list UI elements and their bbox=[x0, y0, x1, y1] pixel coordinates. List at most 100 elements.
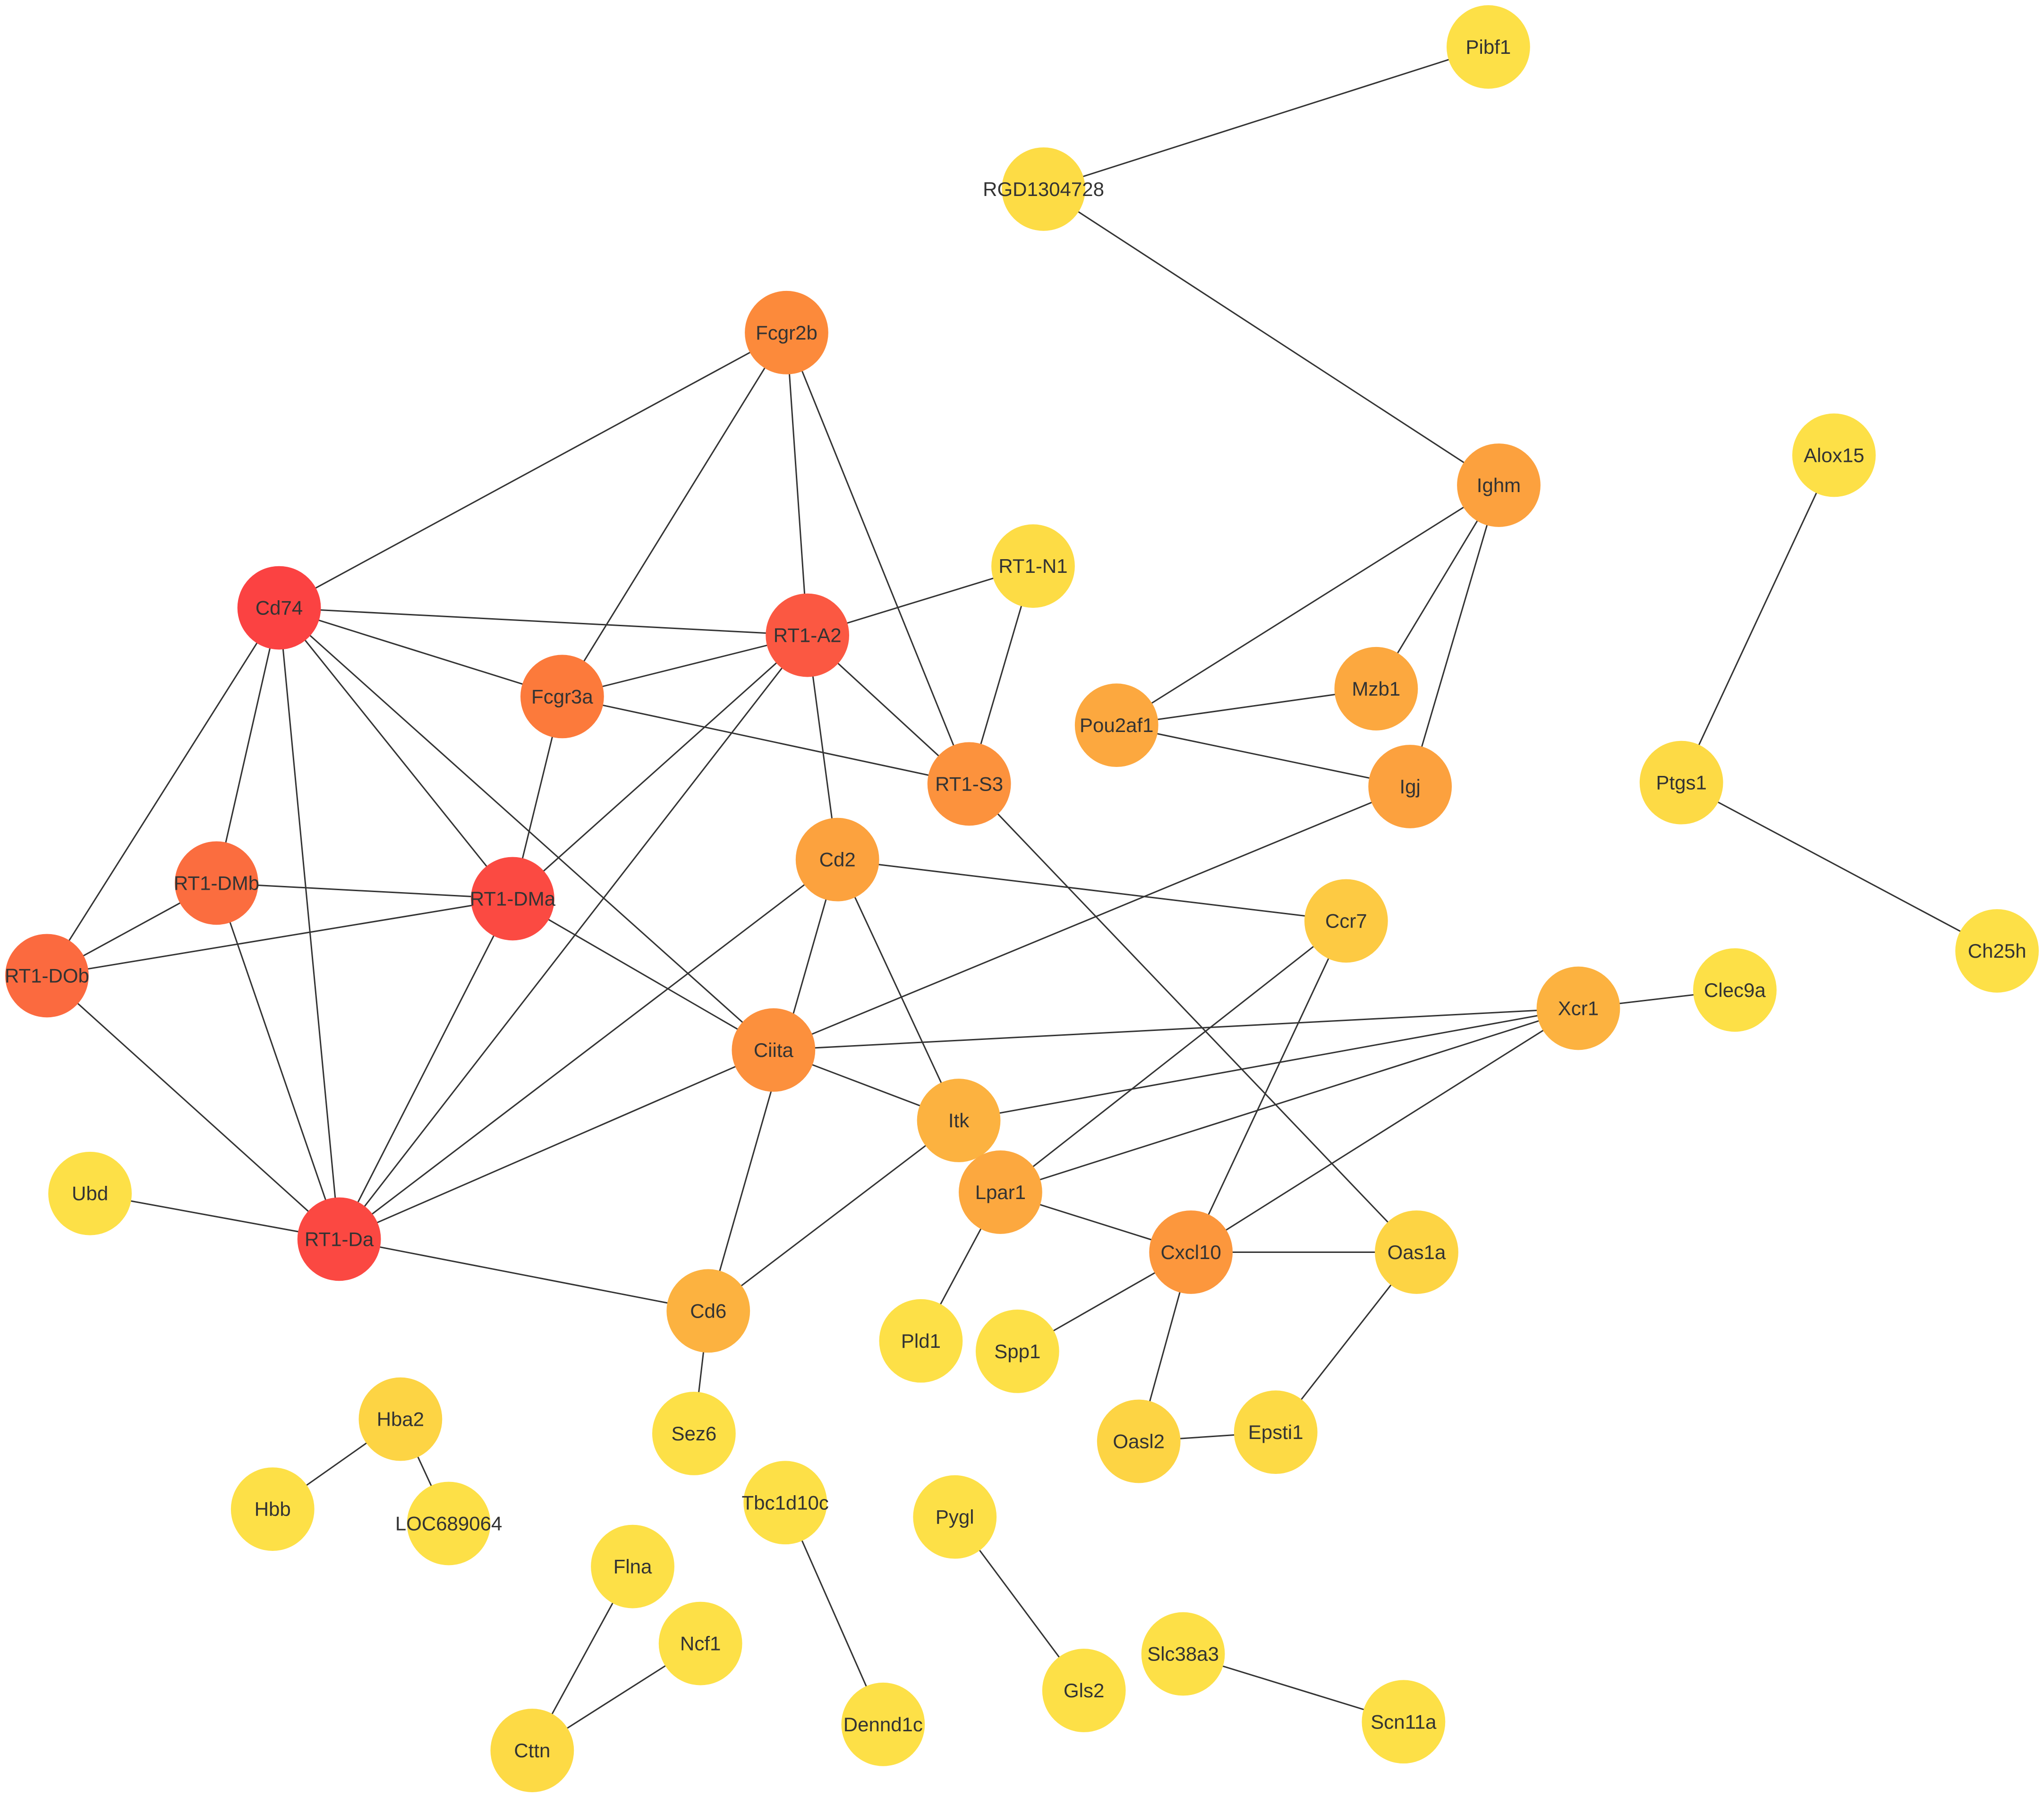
node-circle bbox=[1074, 683, 1158, 767]
node-circle bbox=[745, 290, 828, 375]
node-circle bbox=[841, 1682, 925, 1766]
node-label: RT1-DMb bbox=[174, 872, 259, 894]
node-fcgr3a: Fcgr3a bbox=[520, 655, 604, 739]
node-circle bbox=[1234, 1390, 1318, 1474]
node-ciita: Ciita bbox=[732, 1008, 816, 1092]
edge-cd74-fcgr3a bbox=[279, 607, 562, 698]
edge-alox15-ptgs1 bbox=[1680, 455, 1835, 783]
edge-rt1-a2-rt1-da bbox=[338, 635, 808, 1240]
node-label: Ptgs1 bbox=[1656, 772, 1706, 794]
node-label: RT1-S3 bbox=[935, 773, 1003, 795]
node-clec9a: Clec9a bbox=[1693, 948, 1777, 1032]
node-circle bbox=[879, 1299, 963, 1383]
node-pygl: Pygl bbox=[913, 1475, 997, 1559]
edge-xcr1-itk bbox=[958, 1007, 1579, 1122]
node-label: Pld1 bbox=[901, 1330, 941, 1352]
node-cd6: Cd6 bbox=[666, 1269, 750, 1353]
node-label: Pygl bbox=[936, 1506, 974, 1528]
node-circle bbox=[652, 1392, 736, 1475]
edge-ccr7-lpar1 bbox=[1000, 920, 1347, 1193]
node-label: Spp1 bbox=[994, 1340, 1040, 1362]
edge-cd2-ccr7 bbox=[837, 859, 1346, 922]
node-ncf1: Ncf1 bbox=[658, 1601, 742, 1685]
node-layer: Pibf1RGD1304728Fcgr2bIghmAlox15RT1-N1Cd7… bbox=[5, 5, 2039, 1792]
node-label: Scn11a bbox=[1371, 1711, 1437, 1733]
node-circle bbox=[1334, 647, 1418, 731]
node-oas1a: Oas1a bbox=[1375, 1210, 1458, 1294]
node-gls2: Gls2 bbox=[1042, 1649, 1126, 1732]
node-label: Xcr1 bbox=[1558, 997, 1599, 1019]
edge-rt1-da-cd6 bbox=[339, 1238, 709, 1312]
edge-xcr1-lpar1 bbox=[1000, 1007, 1579, 1193]
edge-itk-cd6 bbox=[707, 1120, 959, 1311]
node-spp1: Spp1 bbox=[975, 1310, 1059, 1393]
node-circle bbox=[1375, 1210, 1458, 1294]
node-label: Itk bbox=[948, 1109, 970, 1132]
edge-layer bbox=[46, 46, 1998, 1751]
node-cd2: Cd2 bbox=[795, 817, 879, 902]
edge-fcgr2b-rt1-a2 bbox=[785, 332, 809, 636]
node-label: Ubd bbox=[72, 1183, 108, 1205]
node-circle bbox=[48, 1151, 132, 1235]
node-circle bbox=[1955, 909, 2039, 993]
node-circle bbox=[591, 1524, 674, 1609]
edge-fcgr2b-rt1-s3 bbox=[786, 332, 970, 784]
node-label: Slc38a3 bbox=[1147, 1643, 1219, 1665]
node-circle bbox=[230, 1467, 315, 1551]
node-rt1-dob: RT1-DOb bbox=[5, 934, 89, 1018]
node-label: RGD1304728 bbox=[983, 178, 1104, 200]
edge-pou2af1-mzb1 bbox=[1116, 688, 1377, 726]
node-tbc1d10c: Tbc1d10c bbox=[741, 1461, 829, 1545]
edge-ccr7-cxcl10 bbox=[1190, 920, 1347, 1253]
node-ccr7: Ccr7 bbox=[1304, 879, 1388, 963]
node-label: Pou2af1 bbox=[1080, 714, 1153, 736]
edge-rt1-s3-oas1a bbox=[969, 783, 1417, 1253]
edge-rt1-dob-rt1-dma bbox=[47, 898, 513, 977]
node-label: Sez6 bbox=[671, 1422, 716, 1445]
node-circle bbox=[1447, 5, 1530, 89]
node-circle bbox=[975, 1310, 1059, 1393]
node-circle bbox=[1362, 1680, 1446, 1764]
node-circle bbox=[927, 742, 1011, 826]
edge-ubd-rt1-da bbox=[90, 1192, 340, 1240]
node-circle bbox=[407, 1481, 491, 1566]
edge-rt1-a2-fcgr3a bbox=[562, 634, 808, 698]
node-circle bbox=[743, 1461, 827, 1545]
node-cttn: Cttn bbox=[490, 1709, 574, 1792]
edge-xcr1-cxcl10 bbox=[1190, 1007, 1579, 1253]
node-circle bbox=[237, 566, 321, 650]
node-label: Tbc1d10c bbox=[741, 1491, 828, 1514]
node-scn11a: Scn11a bbox=[1362, 1680, 1446, 1764]
node-oasl2: Oasl2 bbox=[1097, 1399, 1181, 1483]
node-label: Dennd1c bbox=[843, 1713, 923, 1736]
node-xcr1: Xcr1 bbox=[1536, 966, 1620, 1050]
node-label: Clec9a bbox=[1704, 979, 1766, 1001]
node-itk: Itk bbox=[917, 1079, 1001, 1162]
node-circle bbox=[913, 1475, 997, 1559]
node-circle bbox=[1141, 1612, 1225, 1696]
node-sez6: Sez6 bbox=[652, 1392, 736, 1475]
node-mzb1: Mzb1 bbox=[1334, 647, 1418, 731]
edge-rt1-dmb-rt1-dma bbox=[216, 882, 513, 900]
edge-igj-ciita bbox=[773, 786, 1411, 1051]
node-label: RT1-DMa bbox=[470, 887, 556, 910]
edge-ighm-pou2af1 bbox=[1116, 485, 1499, 726]
node-circle bbox=[1002, 147, 1085, 231]
node-label: Hba2 bbox=[377, 1408, 424, 1430]
node-hbb: Hbb bbox=[230, 1467, 315, 1551]
node-label: Ncf1 bbox=[680, 1633, 721, 1655]
node-lpar1: Lpar1 bbox=[959, 1150, 1042, 1234]
node-circle bbox=[1693, 948, 1777, 1032]
node-circle bbox=[732, 1008, 816, 1092]
node-rt1-da: RT1-Da bbox=[297, 1197, 381, 1281]
node-rt1-s3: RT1-S3 bbox=[927, 742, 1011, 826]
node-circle bbox=[358, 1377, 443, 1461]
node-label: Ciita bbox=[754, 1039, 794, 1061]
node-epsti1: Epsti1 bbox=[1234, 1390, 1318, 1474]
node-label: RT1-DOb bbox=[5, 964, 89, 987]
edge-rt1-dmb-rt1-da bbox=[216, 883, 340, 1240]
node-circle bbox=[490, 1709, 574, 1792]
node-rt1-n1: RT1-N1 bbox=[991, 524, 1075, 608]
node-label: RT1-Da bbox=[305, 1228, 374, 1250]
edge-cd74-rt1-da bbox=[278, 607, 340, 1240]
